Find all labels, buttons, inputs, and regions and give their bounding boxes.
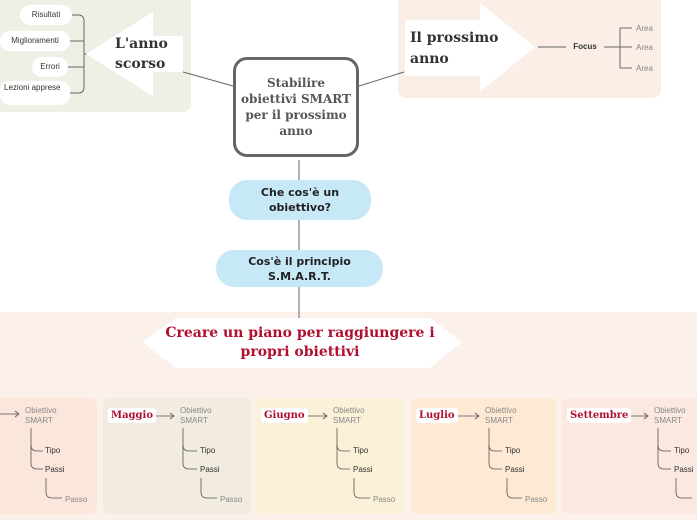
area-node[interactable]: Area	[636, 24, 653, 33]
month-label[interactable]: Maggio	[108, 408, 157, 423]
last-year-title[interactable]: L'anno scorso	[115, 36, 168, 72]
month-label[interactable]: Settembre	[567, 408, 632, 423]
type-node[interactable]: Tipo	[353, 446, 369, 455]
month-label[interactable]: Luglio	[416, 408, 458, 423]
goal-node[interactable]: Obiettivo SMART	[654, 406, 686, 425]
last-year-item[interactable]: Miglioramenti	[0, 31, 70, 51]
central-topic-label: Stabilire obiettivi SMART per il prossim…	[241, 76, 351, 138]
goal-node[interactable]: Obiettivo SMART	[333, 406, 365, 425]
question-what-is-goal[interactable]: Che cos'è un obiettivo?	[229, 180, 371, 220]
area-node[interactable]: Area	[636, 43, 653, 52]
month-label[interactable]: Giugno	[261, 408, 308, 423]
step-node[interactable]: Passo	[525, 495, 548, 504]
steps-node[interactable]: Passi	[200, 465, 220, 474]
focus-node[interactable]: Focus	[573, 42, 597, 51]
steps-node[interactable]: Passi	[45, 465, 65, 474]
steps-node[interactable]: Passi	[505, 465, 525, 474]
type-node[interactable]: Tipo	[505, 446, 521, 455]
question-label: Che cos'è un obiettivo?	[260, 186, 340, 214]
goal-node[interactable]: Obiettivo SMART	[25, 406, 57, 425]
steps-node[interactable]: Passi	[353, 465, 373, 474]
last-year-item[interactable]: Lezioni apprese	[0, 81, 70, 105]
question-label: Cos'è il principio S.M.A.R.T.	[248, 254, 351, 283]
last-year-item[interactable]: Errori	[32, 57, 68, 77]
type-node[interactable]: Tipo	[45, 446, 61, 455]
plan-title[interactable]: Creare un piano per raggiungere i propri…	[165, 325, 435, 360]
step-node[interactable]: Passo	[65, 495, 88, 504]
type-node[interactable]: Tipo	[200, 446, 216, 455]
steps-node[interactable]: Passi	[674, 465, 694, 474]
goal-node[interactable]: Obiettivo SMART	[485, 406, 517, 425]
step-node[interactable]: Passo	[220, 495, 243, 504]
last-year-item[interactable]: Risultati	[20, 5, 72, 25]
type-node[interactable]: Tipo	[674, 446, 690, 455]
central-topic[interactable]: Stabilire obiettivi SMART per il prossim…	[233, 57, 359, 157]
step-node[interactable]: Passo	[373, 495, 396, 504]
area-node[interactable]: Area	[636, 64, 653, 73]
question-smart-principle[interactable]: Cos'è il principio S.M.A.R.T.	[216, 250, 383, 287]
next-year-title[interactable]: Il prossimo anno	[410, 30, 499, 67]
month-card[interactable]	[0, 398, 97, 514]
goal-node[interactable]: Obiettivo SMART	[180, 406, 212, 425]
